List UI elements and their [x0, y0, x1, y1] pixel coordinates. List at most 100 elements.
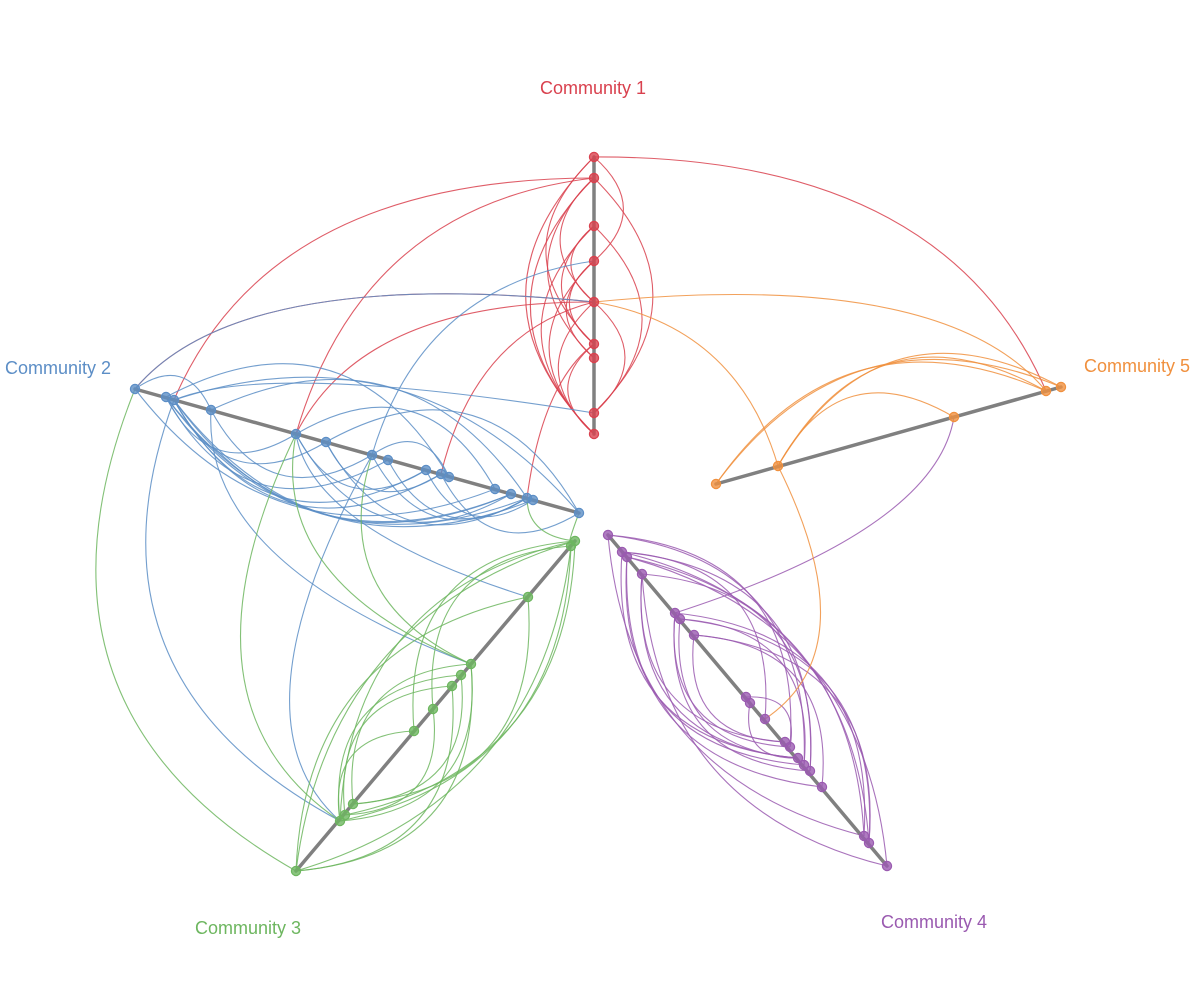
node-community-4: [863, 837, 875, 849]
node-community-4: [881, 860, 893, 872]
node-community-4: [798, 759, 810, 771]
edge-c3-c3: [339, 663, 473, 822]
edge-c1-c1: [570, 225, 595, 303]
edge-c3-c3: [344, 540, 576, 816]
edge-c2-c2: [371, 441, 450, 478]
edge-layer: [95, 156, 1062, 872]
node-community-4: [674, 613, 686, 625]
edge-c2-c3: [295, 433, 529, 598]
edge-c1-c2: [526, 343, 595, 499]
node-community-4: [636, 568, 648, 580]
edge-c2-c2: [295, 433, 512, 523]
edge-c5-c5: [777, 352, 1062, 467]
edge-c1-c5: [593, 156, 1047, 392]
edge-c2-c2: [173, 399, 427, 503]
edge-c5-c1: [593, 293, 1047, 392]
edge-c3-c3: [295, 545, 572, 872]
node-layer: [129, 151, 1067, 877]
edge-c3-c3: [337, 730, 415, 822]
edge-c4-c4: [621, 551, 812, 772]
edge-c2-c1: [371, 260, 595, 456]
node-community-2: [420, 464, 432, 476]
edge-c1-c1: [525, 156, 595, 435]
node-community-4: [688, 629, 700, 641]
edge-c2-c2: [165, 396, 389, 490]
edge-c2-c1: [173, 382, 595, 414]
edge-c4-c4: [674, 612, 866, 837]
edge-c3-c3: [352, 596, 530, 805]
edge-c1-c1: [593, 301, 626, 414]
edge-c2-c2: [440, 473, 580, 534]
node-community-4: [621, 551, 633, 563]
node-community-4: [602, 529, 614, 541]
node-community-2: [290, 428, 302, 440]
edge-c2-c3: [145, 399, 341, 822]
edge-c3-c3: [343, 685, 453, 816]
node-community-1: [588, 407, 600, 419]
node-community-3: [569, 535, 581, 547]
node-community-1: [588, 172, 600, 184]
node-community-3: [455, 669, 467, 681]
node-community-4: [858, 830, 870, 842]
node-community-3: [465, 658, 477, 670]
edge-c4-c4: [625, 556, 805, 766]
node-community-4: [784, 741, 796, 753]
node-community-2: [382, 454, 394, 466]
node-community-3: [408, 725, 420, 737]
node-community-4: [759, 713, 771, 725]
edge-c3-c3: [351, 663, 472, 805]
edge-c3-c2: [292, 433, 472, 665]
edge-c1-c1: [593, 156, 624, 262]
edge-c3-c3: [295, 540, 576, 872]
node-community-3: [446, 680, 458, 692]
node-community-5: [772, 460, 784, 472]
node-community-2: [489, 483, 501, 495]
node-community-1: [588, 428, 600, 440]
node-community-3: [522, 591, 534, 603]
edge-c5-c1: [593, 301, 779, 467]
node-community-3: [427, 703, 439, 715]
edge-c3-c2: [526, 497, 576, 542]
edge-c2-c2: [371, 454, 528, 521]
edge-c4-c4: [679, 618, 871, 844]
node-community-5: [948, 411, 960, 423]
edge-c2-c3: [289, 454, 373, 822]
node-community-1: [588, 151, 600, 163]
edge-c4-c5: [674, 416, 955, 614]
node-community-4: [804, 765, 816, 777]
node-community-5: [710, 478, 722, 490]
edge-c1-c1: [546, 177, 595, 359]
node-community-2: [573, 507, 585, 519]
node-community-1: [588, 352, 600, 364]
edge-c4-c4: [673, 612, 791, 748]
node-community-3: [290, 865, 302, 877]
edge-c3-c2: [95, 388, 297, 872]
node-community-3: [347, 798, 359, 810]
edge-c2-c2: [134, 374, 212, 411]
node-community-3: [339, 809, 351, 821]
community-3-label: Community 3: [195, 918, 301, 938]
node-community-2: [320, 436, 332, 448]
edge-c4-c4: [621, 551, 870, 844]
node-community-2: [527, 494, 539, 506]
edge-c3-c3: [295, 596, 529, 872]
edge-c2-c2: [325, 409, 580, 514]
edge-c4-c4: [692, 634, 786, 743]
edge-c1-c2: [295, 301, 595, 435]
node-community-1: [588, 220, 600, 232]
edge-c4-c4: [748, 702, 799, 759]
node-community-4: [792, 752, 804, 764]
edge-c5-c5: [715, 358, 1062, 485]
edge-c4-c4: [626, 556, 823, 788]
edge-c2-c2: [210, 409, 373, 478]
edge-c3-c2: [240, 433, 341, 822]
edge-c2-c2: [165, 396, 512, 523]
edge-c2-c2: [165, 363, 450, 478]
community-4-label: Community 4: [881, 912, 987, 932]
edge-c5-c4: [764, 465, 821, 720]
edge-c3-c3: [344, 708, 435, 816]
node-community-1: [588, 338, 600, 350]
node-community-2: [168, 394, 180, 406]
